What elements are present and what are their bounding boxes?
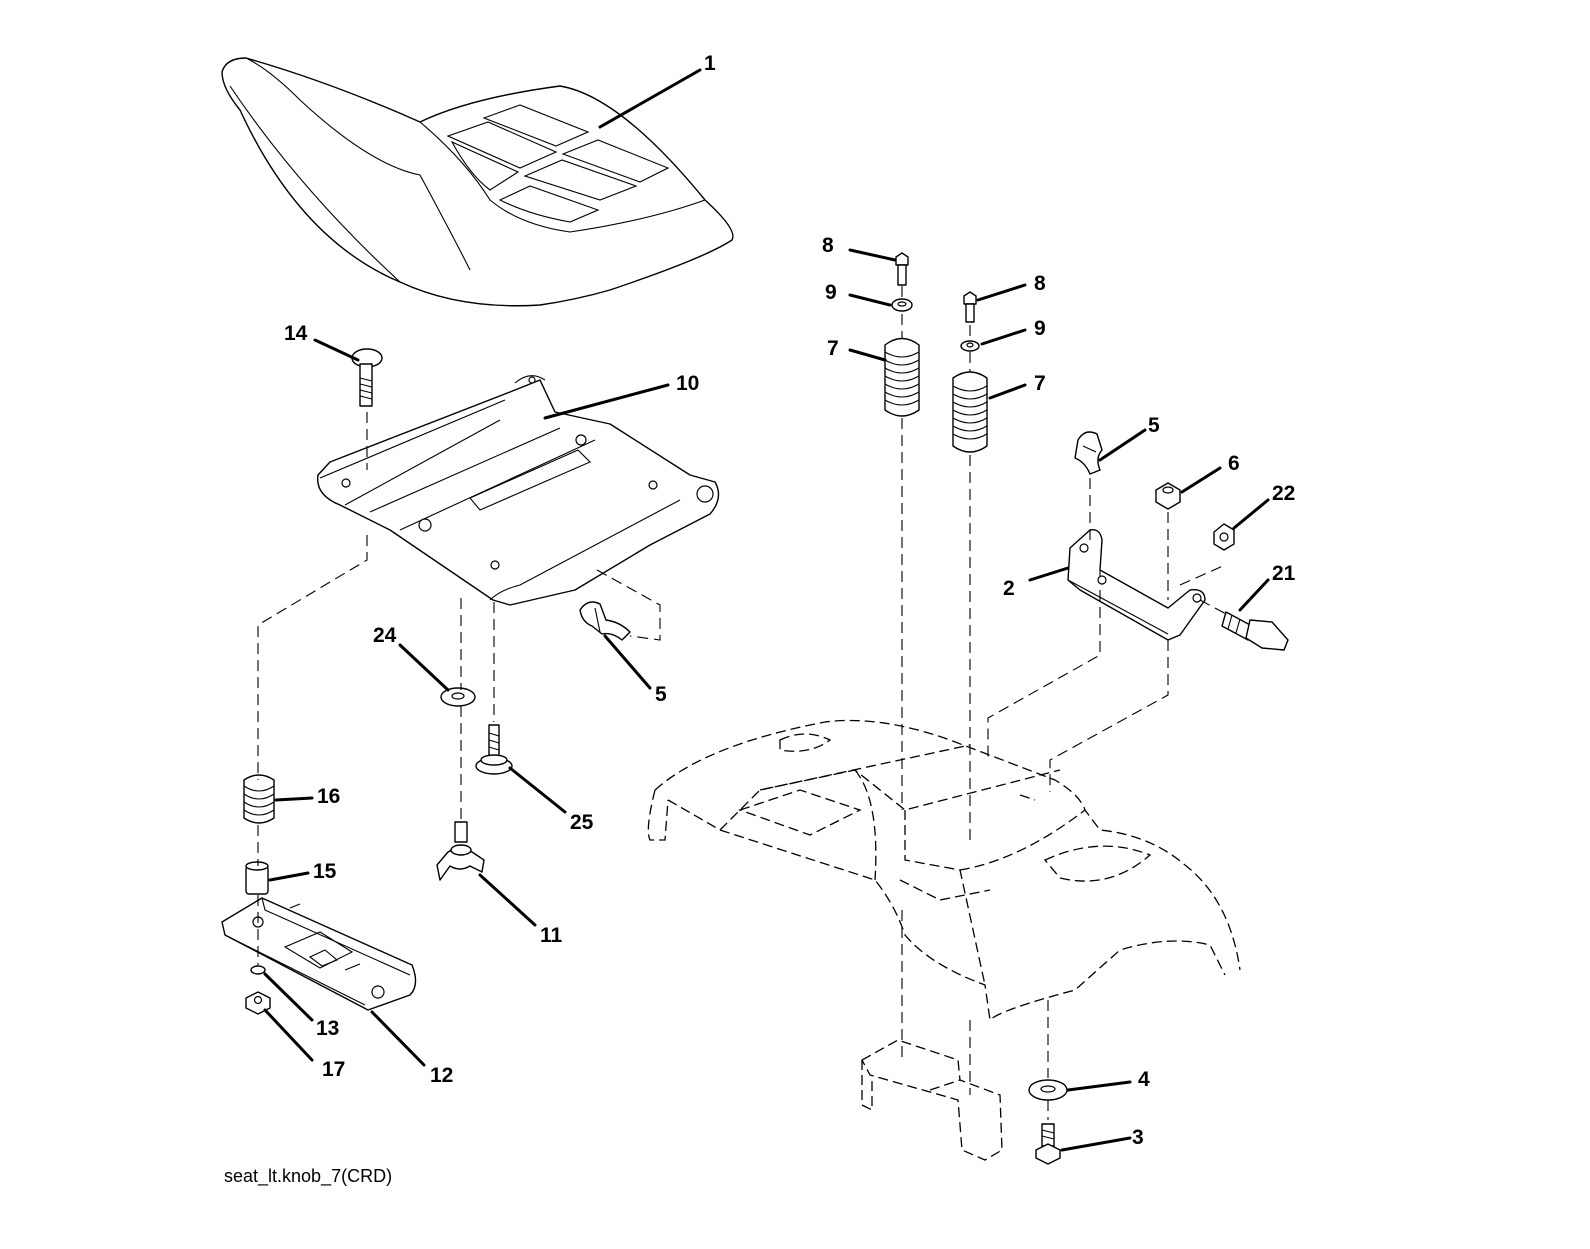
callout-2: 2: [1003, 577, 1015, 600]
callout-3: 3: [1132, 1126, 1144, 1149]
callout-9-left: 9: [825, 281, 837, 304]
callout-21: 21: [1272, 562, 1296, 585]
callout-22: 22: [1272, 482, 1295, 505]
washer-part-4: [1028, 1079, 1068, 1101]
bolt-part-8-right: [963, 291, 977, 323]
callout-17: 17: [322, 1058, 345, 1081]
callout-labels: 1 14 10 24 5 25 16 15 11 13 17 12 8 9 7 …: [284, 52, 1296, 1149]
spacer-part-15: [245, 861, 269, 895]
spring-part-7-right: [952, 371, 988, 453]
washer-part-9-left: [891, 298, 913, 312]
washer-part-24: [440, 687, 476, 707]
callout-16: 16: [317, 785, 340, 808]
callout-5-right: 5: [1148, 414, 1160, 437]
diagram-caption: seat_lt.knob_7(CRD): [224, 1166, 392, 1187]
callout-10: 10: [676, 372, 699, 395]
seat-part-1: [221, 57, 734, 307]
callout-9-right: 9: [1034, 317, 1046, 340]
callout-14: 14: [284, 322, 308, 345]
spring-part-7-left: [884, 337, 920, 417]
callout-7-left: 7: [827, 337, 839, 360]
bolt-part-21: [1221, 611, 1289, 651]
bolt-part-3: [1035, 1123, 1061, 1165]
washer-part-9-right: [960, 340, 980, 352]
callout-8-left: 8: [822, 234, 834, 257]
carriage-bolt-part-14: [351, 348, 383, 407]
knob-part-11: [436, 821, 485, 881]
seat-pan-part-10: [316, 375, 720, 606]
spring-part-16: [243, 774, 275, 824]
bolt-part-8-left: [895, 252, 909, 286]
callout-11: 11: [540, 924, 563, 947]
callout-1: 1: [704, 52, 716, 75]
nut-part-17: [245, 991, 271, 1015]
callout-4: 4: [1138, 1068, 1150, 1091]
bracket-part-2: [1067, 529, 1206, 641]
callout-8-right: 8: [1034, 272, 1046, 295]
clip-part-5-right: [1074, 431, 1103, 475]
nut-part-6: [1155, 482, 1181, 510]
clip-part-5-left: [579, 601, 631, 641]
callout-6: 6: [1228, 452, 1240, 475]
assembly-guide-lines: [257, 286, 1229, 1120]
callout-5-left: 5: [655, 683, 667, 706]
tractor-frame-reference: [647, 719, 1241, 1161]
washer-part-13: [250, 965, 266, 975]
nut-part-22: [1213, 523, 1235, 551]
leader-lines: [263, 68, 1270, 1152]
callout-12: 12: [430, 1064, 453, 1087]
callout-7-right: 7: [1034, 372, 1046, 395]
seat-hinge-part-12: [221, 897, 417, 1011]
shoulder-bolt-part-25: [475, 724, 513, 775]
callout-15: 15: [313, 860, 337, 883]
callout-25: 25: [570, 811, 594, 834]
callout-24: 24: [373, 624, 397, 647]
callout-13: 13: [316, 1017, 339, 1040]
